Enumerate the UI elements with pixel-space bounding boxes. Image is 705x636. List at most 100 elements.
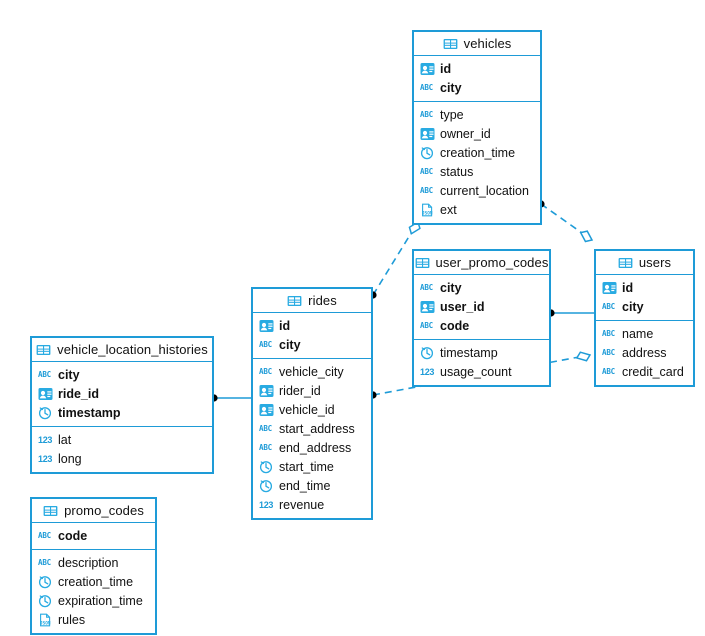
field-row[interactable]: ABC city — [596, 297, 693, 316]
table-header[interactable]: promo_codes — [32, 499, 155, 523]
clock-icon — [420, 346, 435, 360]
field-row[interactable]: ABC city — [414, 78, 540, 97]
abc-icon: ABC — [420, 166, 433, 176]
field-name: expiration_time — [58, 593, 143, 608]
field-name: user_id — [440, 299, 485, 314]
relationship-vehicles-users[interactable] — [537, 200, 594, 244]
key-icon — [420, 127, 435, 141]
abc-icon: ABC — [420, 185, 433, 195]
table-title: promo_codes — [64, 503, 144, 518]
abc-icon: ABC — [602, 328, 615, 338]
json-icon: JSON — [420, 203, 435, 217]
field-row[interactable]: ride_id — [32, 384, 212, 403]
relationship-vlh-rides[interactable] — [210, 394, 251, 402]
field-row[interactable]: timestamp — [414, 343, 549, 362]
table-title: vehicle_location_histories — [57, 342, 208, 357]
field-name: city — [622, 299, 644, 314]
key-icon — [259, 319, 274, 333]
key-icon — [602, 281, 617, 295]
field-row[interactable]: expiration_time — [32, 591, 155, 610]
field-name: id — [440, 61, 452, 76]
field-row[interactable]: 123 long — [32, 449, 212, 468]
field-row[interactable]: creation_time — [414, 143, 540, 162]
table-icon — [287, 294, 302, 308]
abc-icon: ABC — [259, 423, 272, 433]
field-name: ride_id — [58, 386, 99, 401]
abc-icon: ABC — [420, 109, 433, 119]
num-icon: 123 — [259, 499, 274, 510]
field-name: id — [279, 318, 291, 333]
relationship-arrow-marker — [575, 351, 592, 362]
key-icon — [420, 300, 435, 314]
field-name: timestamp — [440, 345, 498, 360]
abc-icon: ABC — [259, 366, 272, 376]
table-header[interactable]: vehicle_location_histories — [32, 338, 212, 362]
field-row[interactable]: vehicle_id — [253, 400, 371, 419]
json-icon: JSON — [38, 613, 53, 627]
field-row[interactable]: timestamp — [32, 403, 212, 422]
relationship-arrow-marker — [579, 230, 594, 243]
table-icon — [43, 504, 58, 518]
clock-icon — [259, 460, 274, 474]
field-name: start_address — [279, 421, 355, 436]
field-row[interactable]: start_time — [253, 457, 371, 476]
table-header[interactable]: user_promo_codes — [414, 251, 549, 275]
field-name: end_address — [279, 440, 352, 455]
field-name: long — [58, 451, 82, 466]
abc-icon: ABC — [420, 82, 433, 92]
field-row[interactable]: user_id — [414, 297, 549, 316]
abc-icon: ABC — [602, 301, 615, 311]
table-header[interactable]: rides — [253, 289, 371, 313]
field-row[interactable]: end_time — [253, 476, 371, 495]
relationship-line — [540, 203, 593, 241]
field-row[interactable]: creation_time — [32, 572, 155, 591]
num-icon: 123 — [38, 453, 53, 464]
field-row[interactable]: ABC start_address — [253, 419, 371, 438]
key-icon — [259, 384, 274, 398]
table-header[interactable]: vehicles — [414, 32, 540, 56]
field-name: owner_id — [440, 126, 491, 141]
field-name: city — [440, 80, 462, 95]
abc-icon: ABC — [420, 282, 433, 292]
table-header[interactable]: users — [596, 251, 693, 275]
field-row[interactable]: owner_id — [414, 124, 540, 143]
field-row[interactable]: rider_id — [253, 381, 371, 400]
relationship-upc-users[interactable] — [547, 309, 594, 317]
key-icon — [420, 62, 435, 76]
field-row[interactable]: id — [596, 278, 693, 297]
clock-icon — [38, 575, 53, 589]
table-title: user_promo_codes — [435, 255, 549, 270]
field-row[interactable]: id — [414, 59, 540, 78]
field-row[interactable]: id — [253, 316, 371, 335]
